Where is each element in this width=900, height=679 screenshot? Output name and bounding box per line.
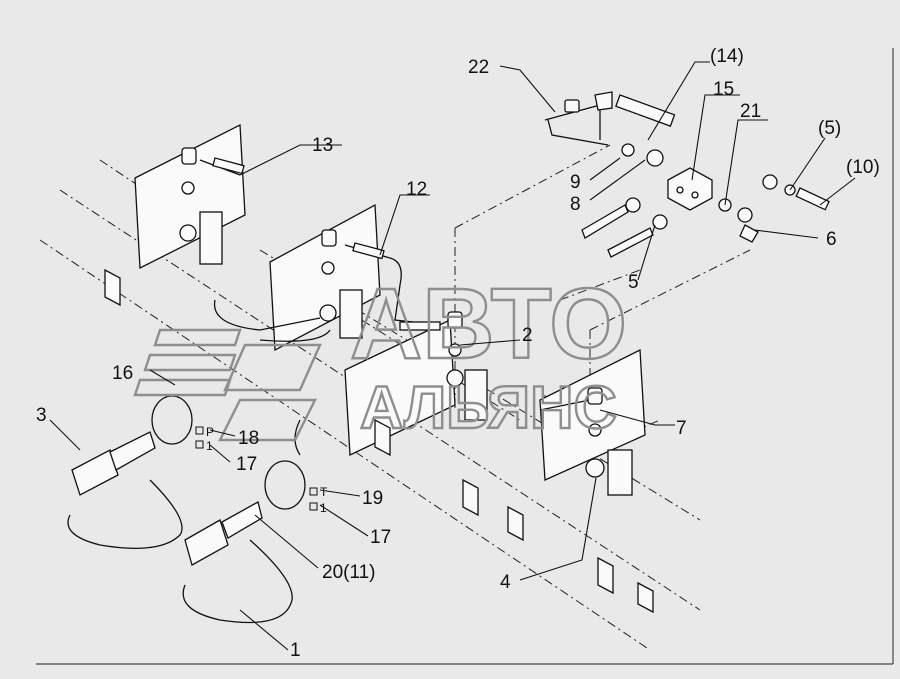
leader-lines	[49, 61, 856, 651]
marker-p: P	[206, 425, 214, 439]
callout-18: 18	[238, 428, 259, 449]
callout-15: 15	[713, 79, 734, 100]
hose-lines	[199, 94, 830, 456]
callout-5: 5	[628, 272, 639, 293]
marker-t: T	[320, 485, 328, 499]
fittings	[179, 91, 796, 478]
callout-1: 1	[290, 640, 301, 661]
watermark-line1: АВТО	[350, 268, 627, 380]
marker-1-lower: 1	[320, 501, 327, 515]
watermark: АВТО АЛЬЯНС	[133, 267, 628, 442]
callout-8: 8	[570, 194, 581, 215]
callout-16: 16	[112, 363, 133, 384]
couplers	[67, 395, 306, 624]
marker-labels: P 1 T 1	[195, 425, 328, 515]
callout-labels: 13 12 22 (14) 15 21 (5) (10) 9 8 6 5 2 7…	[36, 46, 880, 661]
callout-22: 22	[468, 57, 489, 78]
callout-20: 20(11)	[322, 562, 376, 583]
callout-17-upper: 17	[236, 454, 257, 475]
marker-1-upper: 1	[206, 439, 213, 453]
callout-17-lower: 17	[370, 527, 391, 548]
callout-7: 7	[676, 418, 687, 439]
watermark-logo-icon	[133, 328, 322, 442]
callout-5-paren: (5)	[818, 118, 841, 139]
callout-2: 2	[522, 325, 533, 346]
callout-9: 9	[570, 172, 581, 193]
callout-14: (14)	[710, 46, 744, 67]
callout-19: 19	[362, 488, 383, 509]
callout-6: 6	[826, 229, 837, 250]
callout-4: 4	[500, 572, 511, 593]
callout-21: 21	[740, 101, 761, 122]
watermark-line2: АЛЬЯНС	[360, 374, 617, 441]
callout-10: (10)	[846, 157, 880, 178]
frame-border	[36, 48, 894, 665]
callout-12: 12	[406, 179, 427, 200]
callout-13: 13	[312, 135, 333, 156]
callout-3: 3	[36, 405, 47, 426]
